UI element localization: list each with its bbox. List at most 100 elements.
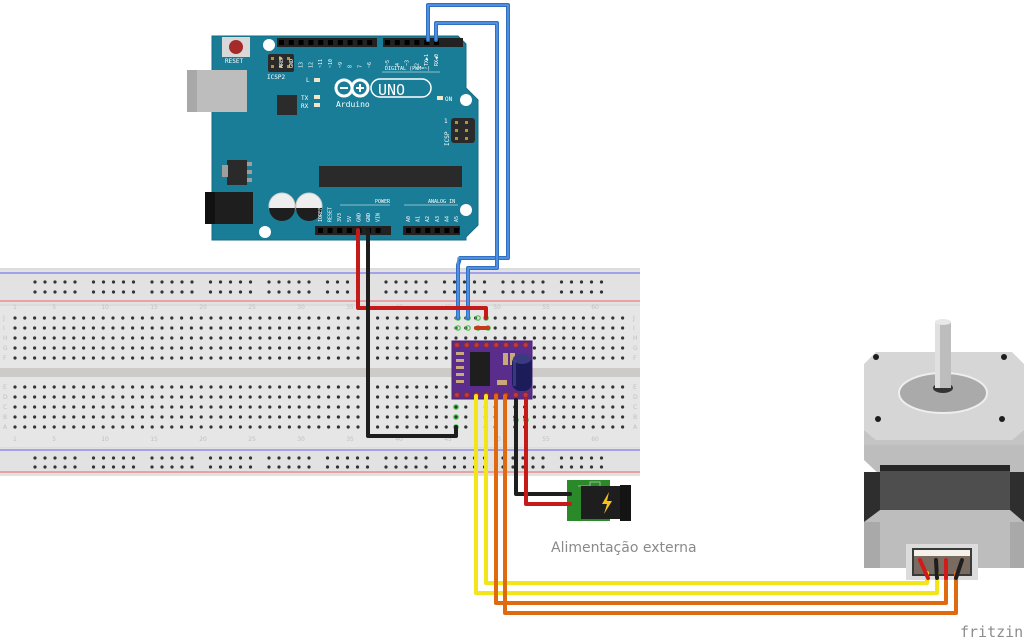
- breadboard-hole: [170, 425, 174, 429]
- breadboard-hole: [444, 425, 448, 429]
- wire-orange-2[interactable]: [503, 394, 958, 615]
- breadboard-hole: [278, 395, 282, 399]
- row-label: F: [3, 355, 7, 362]
- breadboard-hole: [405, 326, 409, 330]
- breadboard-hole: [581, 346, 586, 350]
- breadboard-hole: [327, 425, 331, 429]
- breadboard-hole: [209, 405, 213, 409]
- driver-pin: [522, 342, 529, 348]
- breadboard-hole: [424, 290, 428, 294]
- breadboard-hole: [91, 465, 96, 469]
- column-number: 25: [248, 436, 256, 443]
- breadboard-hole: [268, 415, 272, 419]
- breadboard-hole: [325, 465, 330, 469]
- breadboard-hole: [335, 290, 340, 294]
- breadboard-hole: [23, 356, 27, 360]
- column-number: 30: [297, 304, 305, 311]
- breadboard-hole: [189, 415, 193, 419]
- driver-pin: [493, 342, 500, 348]
- column-number: 1: [13, 436, 17, 443]
- breadboard-hole: [101, 346, 105, 350]
- breadboard-hole: [405, 385, 409, 389]
- wire-yellow-1[interactable]: [474, 394, 939, 595]
- breadboard-hole: [503, 316, 507, 320]
- breadboard-hole: [248, 316, 252, 320]
- breadboard-hole: [248, 405, 252, 409]
- header-pin: [394, 40, 400, 45]
- breadboard-hole: [209, 415, 213, 419]
- breadboard-hole: [611, 405, 615, 409]
- column-number: 50: [493, 304, 501, 311]
- breadboard-hole: [209, 336, 213, 340]
- pin-label: 2: [414, 63, 420, 66]
- breadboard-hole: [415, 356, 419, 360]
- breadboard-hole: [150, 326, 154, 330]
- voltage-regulator: [227, 160, 247, 185]
- breadboard-hole: [541, 280, 545, 284]
- pin-label: A4: [444, 216, 450, 222]
- breadboard-hole: [611, 316, 615, 320]
- breadboard-hole: [356, 336, 360, 340]
- digital-header-left: [277, 38, 377, 47]
- breadboard-hole: [542, 425, 546, 429]
- column-number: 35: [346, 304, 354, 311]
- breadboard-hole: [287, 415, 291, 419]
- column-number: 45: [444, 436, 452, 443]
- breadboard-hole: [542, 346, 546, 350]
- wire-red-5v[interactable]: [356, 228, 488, 320]
- breadboard-hole: [442, 456, 447, 460]
- row-label: H: [3, 335, 8, 342]
- breadboard-hole: [140, 336, 144, 340]
- breadboard-hole: [542, 395, 546, 399]
- row-label: I: [3, 325, 5, 332]
- breadboard-hole: [325, 280, 330, 284]
- breadboard-hole: [258, 385, 262, 389]
- breadboard-hole: [394, 456, 398, 460]
- pin-label: A1: [416, 216, 422, 222]
- breadboard-hole: [562, 346, 566, 350]
- breadboard-hole: [462, 465, 467, 469]
- breadboard-hole: [327, 356, 331, 360]
- header-pin: [328, 40, 333, 45]
- breadboard-hole: [297, 395, 301, 399]
- breadboard-hole: [572, 336, 576, 340]
- breadboard-hole: [258, 316, 262, 320]
- breadboard-hole: [73, 456, 77, 460]
- wire-black-vmot-gnd[interactable]: [514, 398, 572, 496]
- header-pin: [425, 228, 431, 233]
- breadboard-hole: [248, 336, 252, 340]
- breadboard-hole: [43, 290, 47, 294]
- breadboard-hole: [532, 316, 537, 320]
- header-pin: [375, 228, 381, 233]
- breadboard-hole: [297, 465, 301, 469]
- breadboard-hole: [62, 356, 66, 360]
- breadboard-hole: [131, 356, 135, 360]
- breadboard-hole: [238, 456, 243, 460]
- wire-orange-1[interactable]: [494, 394, 948, 605]
- breadboard-hole: [42, 336, 47, 340]
- breadboard-hole: [307, 425, 311, 429]
- breadboard-hole: [238, 346, 242, 350]
- wire-blue-pin2-hi: [435, 22, 498, 319]
- breadboard-hole: [307, 456, 311, 460]
- breadboard-hole: [327, 405, 331, 409]
- header-pin: [337, 40, 343, 45]
- wire-red-vmot[interactable]: [524, 398, 572, 506]
- breadboard-hole: [464, 405, 468, 409]
- breadboard-hole: [229, 405, 233, 409]
- row-label: J: [2, 315, 5, 322]
- breadboard-hole: [150, 465, 154, 469]
- breadboard-hole: [336, 346, 340, 350]
- breadboard-hole: [523, 336, 527, 340]
- breadboard-hole: [238, 385, 242, 389]
- breadboard-hole: [542, 326, 546, 330]
- breadboard-hole: [405, 316, 409, 320]
- breadboard-hole: [33, 346, 37, 350]
- breadboard-hole: [82, 336, 86, 340]
- breadboard-hole: [33, 395, 37, 399]
- wire-black-gnd[interactable]: [366, 228, 458, 438]
- breadboard-hole: [209, 395, 213, 399]
- breadboard-hole: [425, 425, 429, 429]
- breadboard-hole: [356, 316, 360, 320]
- breadboard-hole: [521, 465, 525, 469]
